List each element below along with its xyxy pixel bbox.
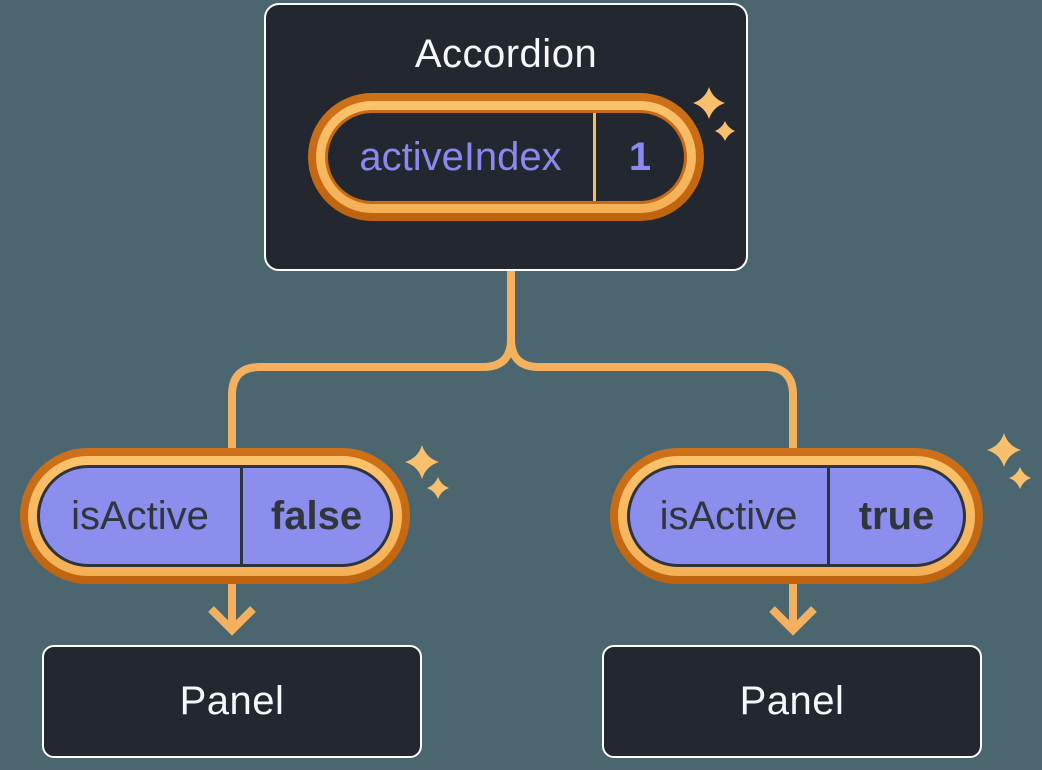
prop-value: false (270, 493, 363, 538)
accordion-node-title: Accordion (414, 32, 598, 76)
is-active-pill-right: isActive true (610, 448, 983, 584)
arrow-down-icon (208, 606, 256, 636)
arrow-down-icon (769, 606, 817, 636)
panel-node-right: Panel (602, 645, 982, 758)
pill-ring: activeIndex 1 (316, 101, 696, 213)
panel-node-title: Panel (739, 679, 845, 723)
pill-ring: isActive false (28, 456, 402, 576)
pill-divider (827, 468, 830, 564)
pill-divider (593, 113, 596, 201)
pill-ring: isActive true (618, 456, 975, 576)
connector-right-branch (507, 271, 797, 628)
prop-value: true (858, 493, 935, 538)
state-value: 1 (628, 134, 652, 179)
is-active-pill-left: isActive false (20, 448, 410, 584)
state-name-label: activeIndex (359, 134, 562, 179)
pill-divider (240, 468, 243, 564)
panel-node-left: Panel (42, 645, 422, 758)
panel-node-title: Panel (179, 679, 285, 723)
pill-body: isActive false (37, 465, 393, 567)
pill-body: activeIndex 1 (325, 110, 687, 204)
pill-body: isActive true (627, 465, 966, 567)
accordion-node: Accordion activeIndex 1 (264, 3, 748, 271)
prop-name-label: isActive (659, 493, 798, 538)
active-index-state-pill: activeIndex 1 (308, 93, 704, 221)
prop-name-label: isActive (71, 493, 209, 538)
